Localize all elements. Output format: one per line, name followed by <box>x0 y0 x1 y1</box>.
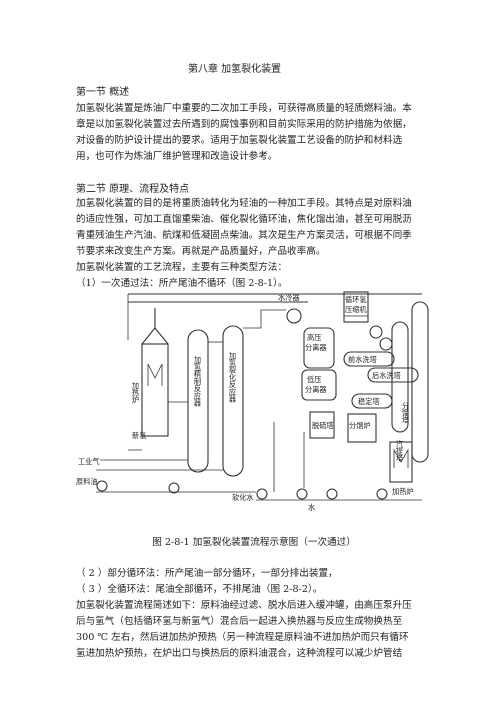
heating-furnace-right <box>389 441 413 483</box>
text-line: 加氢裂化装置是炼油厂中重要的二次加工手段，可获得高质量的轻质燃料油。本 <box>76 103 412 114</box>
stripper <box>391 321 409 433</box>
desulfurization-label: 脱硫塔 <box>312 421 334 430</box>
text-line: 青重残油生产汽油、航煤和低凝固点柴油。其次是生产方案灵活，可根据不同季 <box>76 230 412 241</box>
fractionator <box>411 301 429 463</box>
recycle-compressor-label-2: 压缩机 <box>345 305 367 314</box>
hp-sep-label-2: 分离器 <box>305 343 327 352</box>
figure-caption: 图 2-8-1 加氢裂化装置流程示意图（一次通过） <box>152 537 356 548</box>
water-cooler-label: 水冷器 <box>278 293 300 302</box>
pump-icon <box>326 488 338 500</box>
section3-body: （ 2 ）部分循环法：所产尾油一部分循环，一部分排出装置， （ 3 ）全循环法：… <box>76 566 432 662</box>
recycle-compressor <box>343 291 369 323</box>
refining-reactor-label: 加氢精制反应器 <box>194 355 203 407</box>
pump-icon <box>96 480 108 492</box>
text-line: 的适应性强，可加工直馏重柴油、催化裂化循环油，焦化馏出油，甚至可用脱沥 <box>76 214 412 225</box>
heating-furnace-label: 加热炉 <box>392 487 414 496</box>
text-line: 加氢裂化装置的目的是将重质油转化为轻油的一种加工手段。其特点是对原料油 <box>76 198 412 209</box>
process-flow-diagram: 加热炉 加氢精制反应器 加氢裂化反应器 水冷器 循环氢 压缩机 高压 分离器 低… <box>76 291 429 512</box>
rich-gas-label: 工业气 <box>78 457 100 466</box>
water-label: 水 <box>308 503 315 512</box>
text-line: （1）一次通过法：所产尾油不循环（图 2-8-1）。 <box>76 278 288 289</box>
fractionation-furnace-label: 分馏炉 <box>349 421 371 430</box>
lp-separator <box>301 369 337 401</box>
fresh-h2-label: 新氢 <box>132 431 146 440</box>
exchanger-icon <box>379 337 393 351</box>
refining-reactor <box>187 329 209 473</box>
cracking-reactor <box>222 325 244 477</box>
section1-body: 加氢裂化装置是炼油厂中重要的二次加工手段，可获得高质量的轻质燃料油。本 章是以加… <box>76 101 432 165</box>
pump-icon <box>168 482 180 494</box>
text-line: 章是以加氢裂化装置过去所遇到的腐蚀事例和目前实际采用的防护措施为依据， <box>76 119 412 130</box>
heating-furnace-left <box>141 308 169 437</box>
prewash-tower <box>343 351 395 367</box>
text-line: 300 ℃ 左右，然后进加热炉预热（另一种流程是原料油不进加热炉而只有循环 <box>76 632 409 643</box>
fractionator-label: 分馏塔 <box>402 401 411 424</box>
text-line: 加氢裂化装置流程简述如下：原料油经过滤、脱水后进入缓冲罐，由高压泵升压 <box>76 600 412 611</box>
soft-water-label: 软化水 <box>232 493 254 502</box>
section2-heading: 第二节 原理、流程及特点 <box>76 184 190 195</box>
lp-sep-label-1: 低压 <box>307 375 321 384</box>
text-line: 对设备的防护设计提出的要求。适用于加氢裂化装置工艺设备的防护和材料选 <box>76 135 403 146</box>
hp-sep-label-1: 高压 <box>307 333 321 342</box>
pump-icon <box>376 488 388 500</box>
pump-icon <box>296 488 308 500</box>
water-cooler <box>286 308 302 324</box>
section2-body: 加氢裂化装置的目的是将重质油转化为轻油的一种加工手段。其特点是对原料油 的适应性… <box>76 196 432 292</box>
lp-sep-label-2: 分离器 <box>305 385 327 394</box>
text-line: 氢进加热炉预热，在炉出口与换热后的原料油混合，这种流程可以减少炉管结 <box>76 648 403 659</box>
chapter-title: 第八章 加氢裂化装置 <box>188 64 282 75</box>
recycle-compressor-label-1: 循环氢 <box>345 295 367 304</box>
text-line: 节要求来改变生产方案。再就是产品质量好，产品收率高。 <box>76 246 326 257</box>
pump-icon <box>256 488 268 500</box>
postwash-tower <box>367 367 419 383</box>
furnace-label: 加热炉 <box>132 381 141 404</box>
text-line: 加氢裂化装置的工艺流程，主要有三种类型方法： <box>76 262 288 273</box>
exchanger-icon <box>369 325 383 339</box>
text-line: （ 2 ）部分循环法：所产尾油一部分循环，一部分排出装置， <box>76 568 338 579</box>
desulfurization-tower <box>309 411 335 439</box>
prewash-tower-label: 前水洗塔 <box>348 355 377 364</box>
stripper-label: 汽提塔 <box>396 439 405 462</box>
text-line: （ 3 ）全循环法：尾油全部循环，不排尾油（图 2-8-2）。 <box>76 584 323 595</box>
text-line: 用，也可作为炼油厂维护管理和改造设计参考。 <box>76 151 278 162</box>
crude-oil-label: 原料油 <box>76 477 98 486</box>
stabilizer-label: 稳定塔 <box>358 397 380 406</box>
hp-separator <box>303 327 335 369</box>
postwash-tower-label: 后水洗塔 <box>372 371 401 380</box>
cracking-reactor-label: 加氢裂化反应器 <box>229 351 238 403</box>
text-line: 后与氢气（包括循环氢与新氢气）混合后一起进入换热器与反应生成物换热至 <box>76 616 403 627</box>
section1-heading: 第一节 概述 <box>76 87 130 98</box>
fractionation-furnace <box>347 413 377 443</box>
